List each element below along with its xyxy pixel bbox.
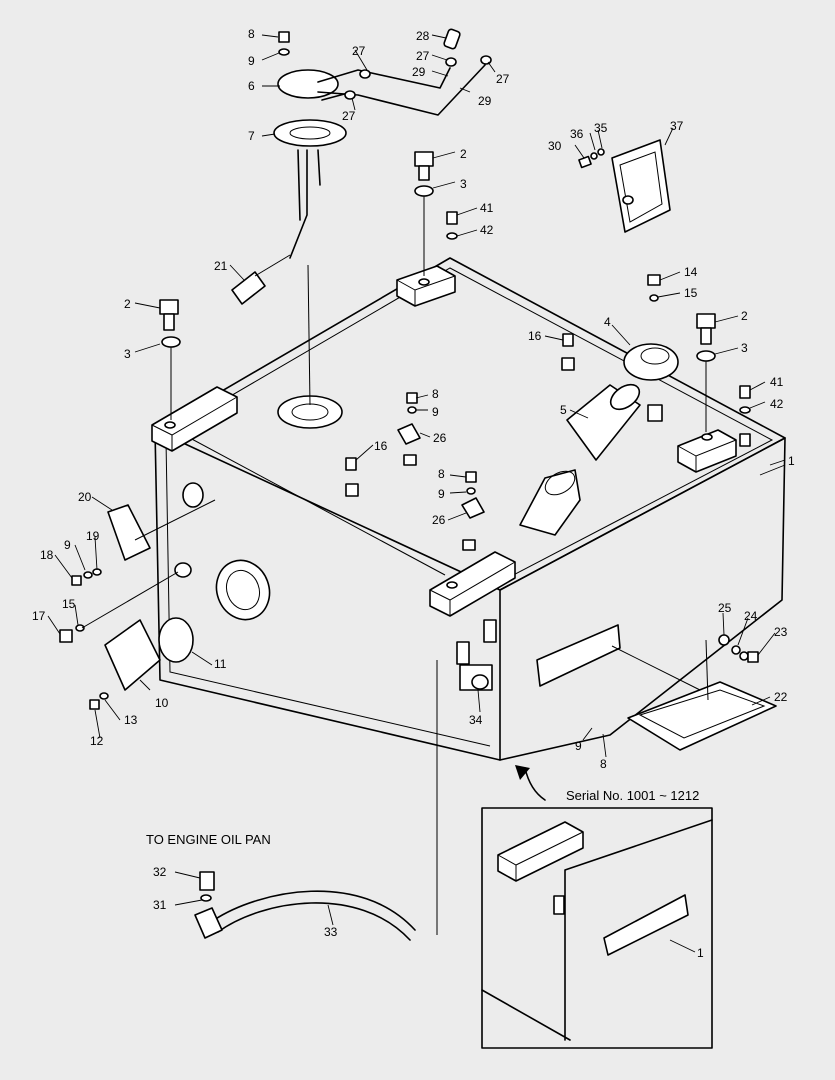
callout-labels: 8 9 6 7 27 27 28 27 29 27 29 2 3 41 42 3… [32,27,795,960]
callout-33: 33 [324,925,338,939]
callout-9: 9 [575,739,582,753]
callout-42: 42 [770,397,784,411]
callout-8: 8 [432,387,439,401]
drain-boss [182,482,204,508]
callout-19: 19 [86,529,100,543]
callout-18: 18 [40,548,54,562]
callout-35: 35 [594,121,608,135]
callout-28: 28 [416,29,430,43]
fuel-sender-assembly [231,28,492,305]
callout-37: 37 [670,119,684,133]
mount-block-front [429,551,516,617]
callout-36: 36 [570,127,584,141]
filler-cap-4 [623,343,679,381]
serial-inset-frame [481,807,713,1049]
callout-25: 25 [718,601,732,615]
callout-10: 10 [155,696,169,710]
step-assembly [536,624,777,751]
callout-2: 2 [124,297,131,311]
fitting-32 [199,871,215,891]
callout-27: 27 [352,44,366,58]
step-mount-bar [536,624,621,687]
bolt-8 [278,31,290,43]
callout-27: 27 [416,49,430,63]
callout-26: 26 [433,431,447,445]
mount-block-left [151,386,238,452]
hose-clip-28 [443,28,461,50]
callout-29: 29 [478,94,492,108]
callout-41: 41 [480,201,494,215]
callout-7: 7 [248,129,255,143]
step-22 [627,681,777,751]
callout-6: 6 [248,79,255,93]
leader-lines [47,34,786,953]
callout-34: 34 [469,713,483,727]
callout-29: 29 [412,65,426,79]
bracket-20 [107,504,151,561]
engine-oil-pan-note: TO ENGINE OIL PAN [146,832,271,847]
cover-plate-10 [104,619,161,691]
callout-4: 4 [604,315,611,329]
callout-2: 2 [741,309,748,323]
callout-22: 22 [774,690,788,704]
callout-8: 8 [248,27,255,41]
filler-cap-assembly [519,274,679,536]
callout-9: 9 [64,538,71,552]
callout-17: 17 [32,609,46,623]
plug-boss [174,562,192,578]
callout-12: 12 [90,734,104,748]
callout-13: 13 [124,713,138,727]
callout-5: 5 [560,403,567,417]
callout-9: 9 [248,54,255,68]
callout-3: 3 [460,177,467,191]
callout-27: 27 [496,72,510,86]
oil-hose [194,660,438,941]
callout-32: 32 [153,865,167,879]
callout-16: 16 [528,329,542,343]
callout-1: 1 [788,454,795,468]
callout-8: 8 [600,757,607,771]
callout-16: 16 [374,439,388,453]
clamps [397,392,485,551]
o-ring-11 [158,617,194,663]
callout-42: 42 [480,223,494,237]
callout-8: 8 [438,467,445,481]
callout-2: 2 [460,147,467,161]
filler-neck [519,469,581,536]
callout-3: 3 [741,341,748,355]
callout-14: 14 [684,265,698,279]
callout-26: 26 [432,513,446,527]
callout-3: 3 [124,347,131,361]
left-side-parts [59,499,216,710]
callout-30: 30 [548,139,562,153]
sender-cap [277,69,339,99]
callout-1: 1 [697,946,704,960]
callout-27: 27 [342,109,356,123]
callout-11: 11 [214,657,227,671]
callout-41: 41 [770,375,784,389]
callout-24: 24 [744,609,758,623]
callout-21: 21 [214,259,228,273]
callout-15: 15 [684,286,698,300]
callout-9: 9 [438,487,445,501]
inspection-cover-37 [578,139,671,233]
serial-inset [481,765,713,1049]
strainer-21 [231,271,266,305]
inspection-port [215,559,271,621]
mount-block-right [677,429,737,473]
serial-number-note: Serial No. 1001 ~ 1212 [566,788,699,803]
callout-15: 15 [62,597,76,611]
callout-31: 31 [153,898,167,912]
fuel-tank-body [151,257,786,761]
sender-gasket [273,119,347,147]
callout-9: 9 [432,405,439,419]
callout-20: 20 [78,490,92,504]
callout-23: 23 [774,625,788,639]
